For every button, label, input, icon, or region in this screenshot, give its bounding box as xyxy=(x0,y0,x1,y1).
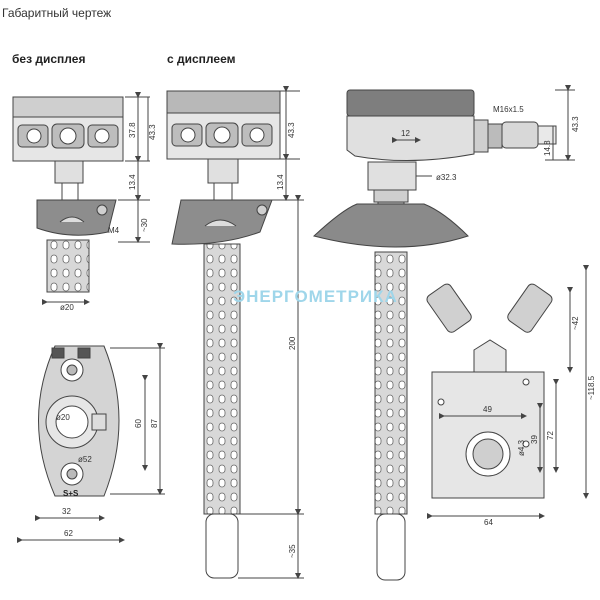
probe xyxy=(46,239,90,293)
dim-d52: ø52 xyxy=(78,455,92,464)
dim-49: 49 xyxy=(483,405,492,414)
page-title: Габаритный чертеж xyxy=(2,6,112,20)
view-no-display xyxy=(12,92,150,305)
neck xyxy=(54,160,84,184)
dim-m4: M4 xyxy=(108,226,120,235)
dim-64: 64 xyxy=(484,518,493,527)
dim-42: ~42 xyxy=(571,316,580,330)
side-flange xyxy=(312,203,469,248)
dim-d20-d: ø20 xyxy=(56,413,70,422)
view-top xyxy=(17,343,165,543)
dim-43-3-a: 43.3 xyxy=(148,124,157,140)
dim-32: 32 xyxy=(62,507,71,516)
dim-14-8: 14.8 xyxy=(543,140,552,156)
section-title-no-display: без дисплея xyxy=(12,52,86,66)
probe-tip xyxy=(205,513,239,579)
dim-m16: M16x1.5 xyxy=(493,105,524,114)
view-side xyxy=(312,85,575,581)
dim-d20-a: ø20 xyxy=(60,303,74,312)
dim-d32-3: ø32.3 xyxy=(436,173,457,182)
cable-glands xyxy=(17,123,119,149)
cable-glands-b xyxy=(171,122,273,148)
side-gland xyxy=(501,121,539,149)
marking: S+S xyxy=(63,489,79,498)
dim-30: ~30 xyxy=(140,218,149,232)
dim-60: 60 xyxy=(134,419,143,428)
display-lid xyxy=(166,90,281,114)
dim-12: 12 xyxy=(401,129,410,138)
dim-87: 87 xyxy=(150,419,159,428)
view-with-display xyxy=(166,86,304,579)
dim-35: ~35 xyxy=(288,544,297,558)
watermark: ЭНЕРГОМЕТРИКА xyxy=(233,287,398,306)
gland-left xyxy=(426,283,472,333)
section-title-with-display: с дисплеем xyxy=(167,52,236,66)
view-wall-box xyxy=(426,265,589,519)
dim-13-4-a: 13.4 xyxy=(128,174,137,190)
dim-62: 62 xyxy=(64,529,73,538)
dim-200: 200 xyxy=(288,336,297,350)
dim-118-5: ~118.5 xyxy=(587,375,596,400)
side-probe xyxy=(374,251,408,515)
dim-43-3-c: 43.3 xyxy=(571,116,580,132)
side-housing xyxy=(346,115,475,162)
gland-right xyxy=(507,283,553,333)
side-lid xyxy=(346,89,475,117)
dim-43-3-b: 43.3 xyxy=(287,122,296,138)
housing-lid xyxy=(12,96,124,118)
stem xyxy=(61,182,79,202)
dim-39: 39 xyxy=(530,435,539,444)
long-probe xyxy=(203,243,241,515)
dim-13-4-b: 13.4 xyxy=(276,174,285,190)
dim-4-3: ø4.3 xyxy=(517,439,526,456)
dim-37-8: 37.8 xyxy=(128,122,137,138)
dim-72: 72 xyxy=(546,431,555,440)
